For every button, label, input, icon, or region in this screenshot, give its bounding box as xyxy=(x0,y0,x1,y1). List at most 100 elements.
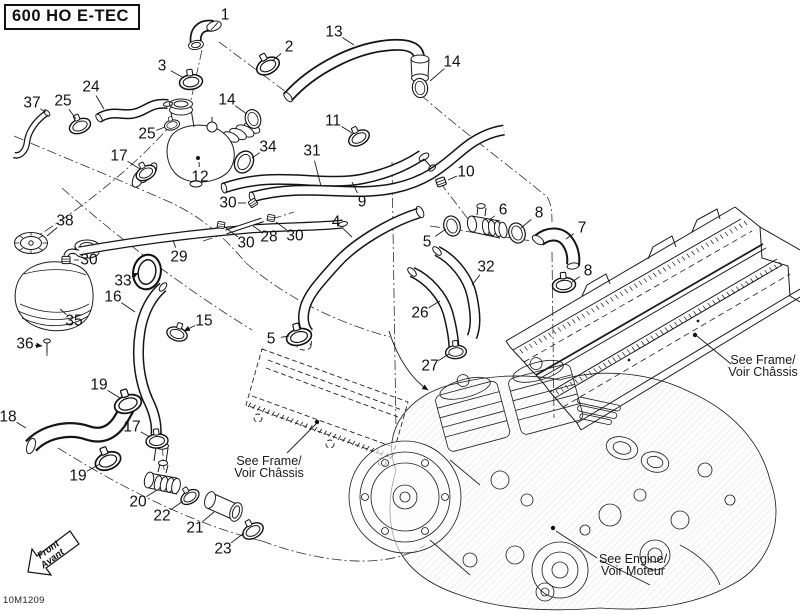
callout-leader-4 xyxy=(342,228,353,238)
callout-33: 33 xyxy=(114,273,131,290)
callout-leader-7 xyxy=(565,233,575,240)
callout-leader-30 xyxy=(275,221,288,231)
callout-leader-34 xyxy=(251,152,261,159)
callout-5: 5 xyxy=(423,234,432,251)
callout-leader-33 xyxy=(131,272,139,279)
model-label: 600 HO E-TEC xyxy=(4,4,140,30)
callout-8: 8 xyxy=(535,205,544,222)
callout-12: 12 xyxy=(191,169,208,186)
callout-leader-19 xyxy=(86,463,101,472)
callout-leader-26 xyxy=(428,300,441,309)
callout-26: 26 xyxy=(411,305,428,322)
callout-34: 34 xyxy=(259,139,277,156)
callout-31: 31 xyxy=(303,143,320,160)
callout-15: 15 xyxy=(195,313,212,330)
callout-layer: 1234556788910111213141415161717181919202… xyxy=(0,7,592,558)
callout-leader-14 xyxy=(429,68,445,82)
callout-leader-21 xyxy=(202,511,215,522)
callout-11: 11 xyxy=(325,113,341,130)
callout-leader-23 xyxy=(230,532,245,544)
callout-32: 32 xyxy=(477,259,494,276)
callout-leader-17 xyxy=(127,160,141,170)
callout-19: 19 xyxy=(90,377,107,394)
callout-17: 17 xyxy=(123,419,140,436)
callout-22: 22 xyxy=(153,508,170,525)
callout-25: 25 xyxy=(138,126,155,143)
callout-leader-19 xyxy=(107,389,121,399)
callout-leader-15 xyxy=(183,325,196,332)
callout-leader-11 xyxy=(341,125,353,134)
callout-leader-16 xyxy=(121,302,136,313)
note-line: Voir Châssis xyxy=(728,365,798,379)
callout-5: 5 xyxy=(267,331,276,348)
callout-leader-38 xyxy=(46,227,58,237)
callout-36: 36 xyxy=(16,336,33,353)
callout-leader-35 xyxy=(59,308,67,315)
callout-leader-30 xyxy=(225,227,239,238)
tank-screw xyxy=(43,338,51,356)
callout-leader-6 xyxy=(488,215,496,221)
callout-leader-37 xyxy=(39,108,46,113)
drawing-code: 10M1209 xyxy=(3,595,45,606)
callout-25: 25 xyxy=(54,93,71,110)
callout-2: 2 xyxy=(285,39,294,56)
callout-19: 19 xyxy=(69,468,86,485)
note-line: See Engine/ xyxy=(598,552,668,566)
callout-4: 4 xyxy=(332,214,341,231)
callout-30: 30 xyxy=(286,228,304,245)
callout-9: 9 xyxy=(358,194,367,211)
callout-23: 23 xyxy=(214,541,231,558)
callout-leader-18 xyxy=(16,421,27,429)
hose-end-marks xyxy=(25,91,580,455)
callout-30: 30 xyxy=(237,235,255,252)
callout-28: 28 xyxy=(260,229,277,246)
callout-leader-29 xyxy=(172,239,177,248)
callout-leader-25 xyxy=(68,108,77,120)
outlet-fitting-21 xyxy=(204,491,243,522)
callout-24: 24 xyxy=(82,79,100,96)
note-line: Voir Moteur xyxy=(601,564,665,578)
callout-29: 29 xyxy=(170,249,187,266)
callout-leader-24 xyxy=(95,95,105,110)
callout-13: 13 xyxy=(325,24,342,41)
note-see-engine: See Engine/ Voir Moteur xyxy=(598,552,668,578)
callout-leader-2 xyxy=(271,53,282,62)
callout-18: 18 xyxy=(0,409,17,426)
callout-8: 8 xyxy=(584,263,593,280)
callout-leader-32 xyxy=(471,274,481,286)
callout-leader-9 xyxy=(351,181,358,194)
callout-leader-5 xyxy=(434,228,447,237)
callout-leader-20 xyxy=(146,489,158,498)
callout-16: 16 xyxy=(104,289,121,306)
callout-leader-5 xyxy=(280,335,290,338)
callout-leader-10 xyxy=(447,175,458,181)
callout-20: 20 xyxy=(129,494,147,511)
callout-27: 27 xyxy=(421,358,438,375)
callout-leader-14 xyxy=(234,105,248,115)
callout-leader-31 xyxy=(314,160,322,187)
callout-37: 37 xyxy=(23,95,40,112)
callout-21: 21 xyxy=(186,520,203,537)
callout-leader-8 xyxy=(571,276,581,283)
note-line: See Frame/ xyxy=(236,454,302,468)
note-line: See Frame/ xyxy=(730,353,796,367)
front-direction-arrow: Front Avant xyxy=(27,530,80,576)
callout-14: 14 xyxy=(443,54,461,71)
elbow-fitting-1 xyxy=(188,19,222,51)
callout-leader-28 xyxy=(252,225,262,232)
engine xyxy=(348,357,777,611)
phantom-reference-lines xyxy=(13,41,555,562)
callout-leader-22 xyxy=(169,500,184,511)
note-leaders xyxy=(286,330,732,559)
callout-38: 38 xyxy=(56,213,73,230)
callout-3: 3 xyxy=(158,58,167,75)
note-see-frame-center: See Frame/ Voir Châssis xyxy=(234,454,303,480)
tank-cap xyxy=(14,232,48,254)
callout-1: 1 xyxy=(221,7,230,24)
callout-leader-17 xyxy=(140,431,151,438)
callout-30: 30 xyxy=(219,195,237,212)
callout-30: 30 xyxy=(80,252,98,269)
note-see-frame-right: See Frame/ Voir Châssis xyxy=(728,353,798,379)
callout-leader-36 xyxy=(34,342,43,348)
